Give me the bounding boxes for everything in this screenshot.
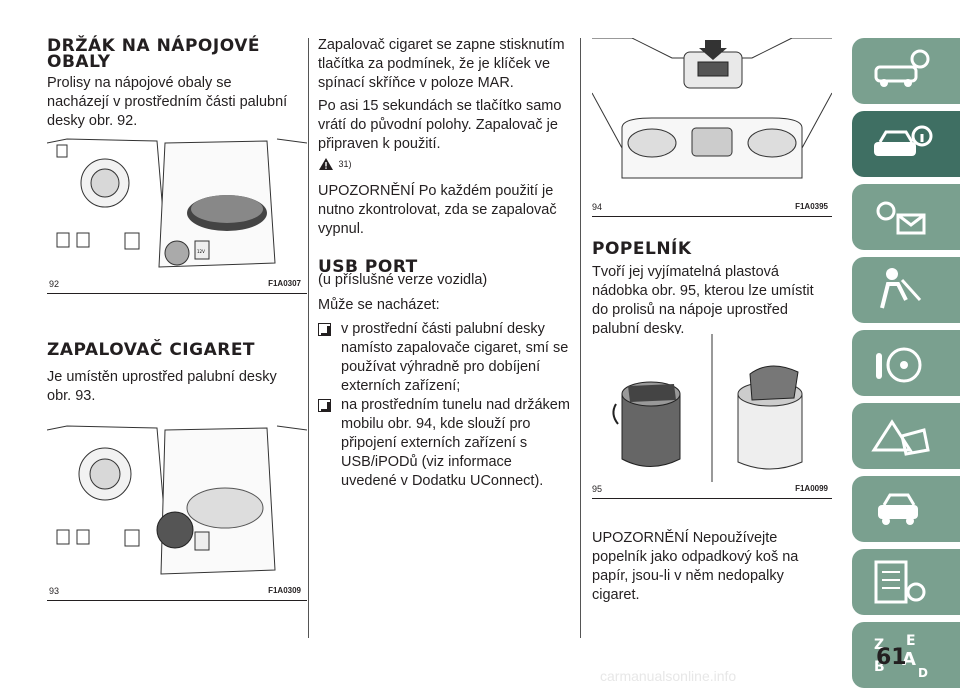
warning-lights-icon — [876, 201, 926, 235]
figure-93-code: F1A0309 — [268, 586, 301, 595]
svg-text:Z: Z — [874, 637, 884, 653]
column-divider-2 — [580, 38, 581, 638]
warning-reference: 31) — [318, 155, 351, 173]
usb-location-item-2-text: na prostředním tunelu nad držákem mobilu… — [341, 397, 570, 489]
usb-location-intro: Může se nacházet: — [318, 297, 440, 313]
chapter-tab-2[interactable] — [852, 111, 960, 177]
lighter-ready-text: Po asi 15 sekundách se tlačítko samo vrá… — [318, 98, 562, 152]
chapter-tab-7[interactable] — [852, 476, 960, 542]
usb-location-item-1: v prostřední části palubní desky namísto… — [318, 320, 571, 396]
heading-cup-holder: DRŽÁK NA NÁPOJOVÉ OBALY — [47, 36, 260, 72]
index-icon: Z E B AD — [874, 633, 928, 680]
figure-94-number: 94 — [592, 202, 603, 212]
figure-95-number: 95 — [592, 484, 603, 494]
maintenance-icon — [878, 493, 918, 525]
figure-95-code: F1A0099 — [795, 484, 828, 493]
checkbox-bullet-icon — [318, 323, 331, 336]
watermark: carmanualsonline.info — [600, 668, 737, 684]
dashboard-lighter-illustration — [47, 420, 307, 580]
chapter-tab-6[interactable] — [852, 403, 960, 469]
figure-94: 94 F1A0395 — [592, 38, 832, 217]
figure-93: 93 F1A0309 — [47, 420, 307, 601]
cup-holder-text: Prolisy na nápojové obaly se nacházejí v… — [47, 75, 288, 129]
checkbox-bullet-icon — [318, 399, 331, 412]
chapter-tab-4[interactable] — [852, 257, 960, 323]
svg-text:B: B — [874, 659, 885, 675]
svg-text:D: D — [918, 666, 928, 680]
chapter-tab-1[interactable] — [852, 38, 960, 104]
page-number: 61 — [876, 645, 907, 670]
chapter-tab-5[interactable] — [852, 330, 960, 396]
chapter-tab-8[interactable] — [852, 549, 960, 615]
heading-usb-port: USB PORT — [318, 257, 418, 277]
figure-94-code: F1A0395 — [795, 202, 828, 211]
starting-driving-icon — [876, 347, 922, 383]
chapter-tab-3[interactable] — [852, 184, 960, 250]
usb-location-item-2: na prostředním tunelu nad držákem mobilu… — [318, 396, 571, 491]
figure-92-code: F1A0307 — [268, 279, 301, 288]
heading-cigarette-lighter: ZAPALOVAČ CIGARET — [47, 340, 256, 360]
lighter-activation-text: Zapalovač cigaret se zapne stisknutím tl… — [318, 37, 565, 91]
car-info-icon — [874, 125, 933, 156]
column-divider-1 — [308, 38, 309, 638]
usb-location-item-1-text: v prostřední části palubní desky namísto… — [341, 321, 569, 394]
svg-text:A: A — [902, 649, 916, 670]
svg-text:E: E — [906, 633, 916, 649]
lighter-location-text: Je umístěn uprostřed palubní desky obr. … — [47, 369, 277, 404]
dashboard-cup-holder-illustration: 12V — [47, 133, 307, 273]
figure-92-number: 92 — [49, 279, 60, 289]
safety-airbag-icon — [880, 268, 922, 309]
car-dashboard-icon — [874, 49, 930, 87]
figure-92: 12V 92 F1A0307 — [47, 133, 307, 294]
usb-port-illustration — [592, 38, 832, 198]
ashtray-text: Tvoří jej vyjímatelná plastová nádobka o… — [592, 264, 814, 337]
technical-data-icon — [874, 560, 926, 604]
usb-version-note: (u příslušné verze vozidla) — [318, 272, 488, 288]
ashtray-illustration — [592, 334, 832, 482]
figure-95: 95 F1A0099 — [592, 334, 832, 499]
ashtray-note-text: UPOZORNĚNÍ Nepoužívejte popelník jako od… — [592, 530, 799, 603]
socket-label: 12V — [197, 249, 205, 254]
heading-ashtray: POPELNÍK — [592, 239, 692, 259]
emergency-icon — [871, 419, 930, 456]
warning-triangle-icon — [319, 157, 333, 170]
figure-93-number: 93 — [49, 586, 60, 596]
warning-ref-number: 31) — [338, 158, 352, 169]
lighter-note-text: UPOZORNĚNÍ Po každém použití je nutno zk… — [318, 183, 557, 237]
